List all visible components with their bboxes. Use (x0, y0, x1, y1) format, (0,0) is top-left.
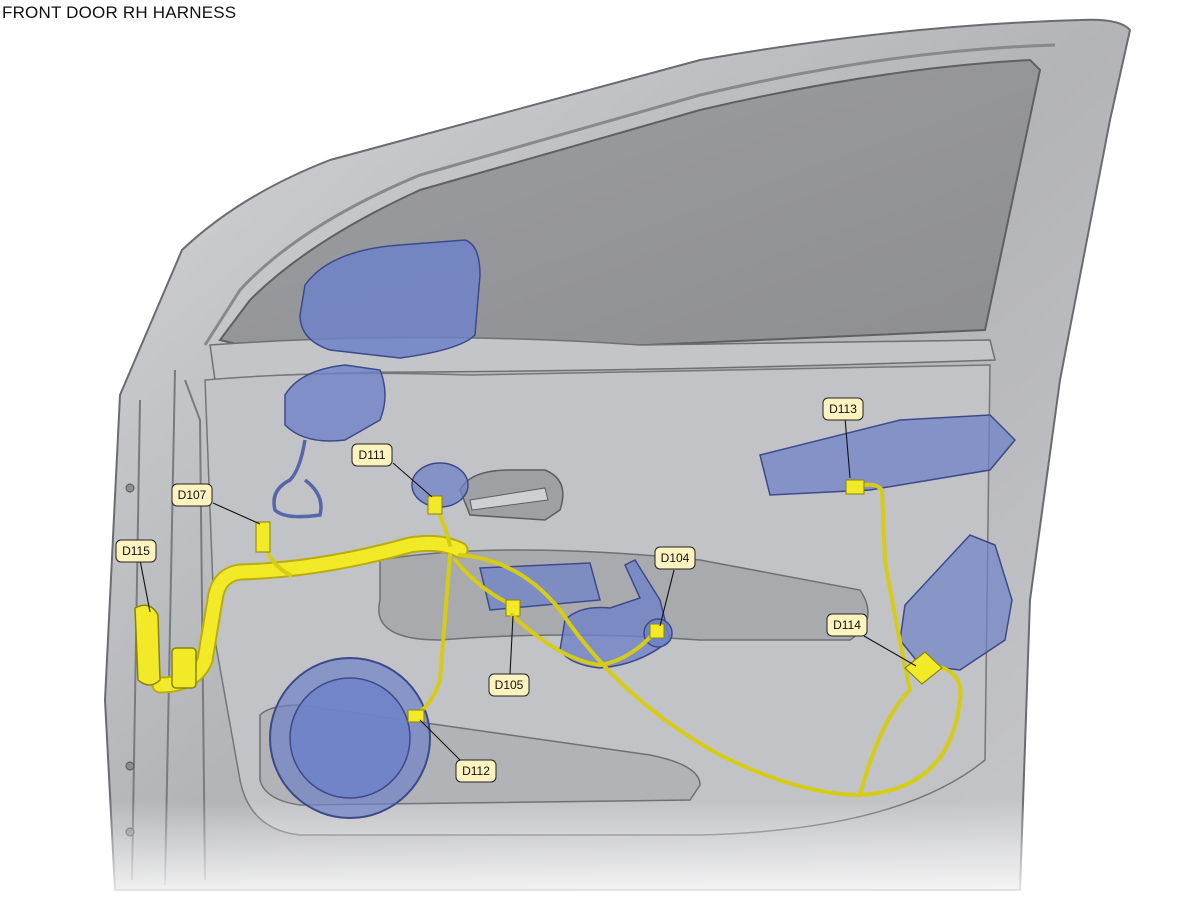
leader-d107 (212, 502, 261, 525)
leader-d113 (844, 417, 851, 479)
pillar-screw-1 (125, 483, 135, 493)
callout-d114: D114 (826, 613, 868, 637)
mirror-cable (272, 439, 323, 519)
callout-d113: D113 (822, 397, 864, 421)
door-handle-actuator-icon (759, 414, 1017, 496)
connector-d111-body (427, 495, 443, 515)
inner-handle (469, 487, 549, 511)
side-mirror-icon (299, 239, 481, 359)
leader-d105 (509, 615, 514, 675)
wiring-harness (134, 479, 963, 797)
mirror-base (284, 364, 386, 442)
callout-d112-label: D112 (462, 764, 490, 778)
callout-d105: D105 (488, 673, 530, 697)
harness-branch-d113 (858, 482, 912, 797)
harness-main-trunk-fill (153, 536, 467, 692)
bottom-fade (100, 800, 1040, 895)
callout-d104-label: D104 (661, 551, 690, 565)
callout-d111-label: D111 (359, 448, 386, 462)
callout-d111: D111 (351, 443, 393, 467)
callout-d115: D115 (115, 539, 157, 563)
connector-d107-body (255, 521, 271, 553)
callout-d113-label: D113 (829, 402, 857, 416)
connector-d104-body (649, 623, 665, 639)
callout-d107: D107 (171, 483, 213, 507)
pillar-screw-2 (125, 761, 135, 771)
harness-grommet-boot (171, 647, 197, 689)
leader-d104 (659, 569, 675, 627)
leader-d115 (139, 559, 151, 613)
callout-d115-label: D115 (122, 544, 150, 558)
callout-d105-label: D105 (495, 678, 524, 692)
harness-d115-grommet (134, 604, 161, 686)
connector-d113-body (845, 479, 865, 495)
door-lock-actuator-icon (899, 534, 1013, 671)
diagram-title: FRONT DOOR RH HARNESS (2, 3, 237, 22)
harness-branch-d114 (458, 553, 963, 797)
callout-d114-label: D114 (833, 618, 861, 632)
callout-d112: D112 (455, 759, 497, 783)
speaker-cone (289, 677, 411, 799)
connector-d112-body (407, 709, 425, 723)
callout-d107-label: D107 (178, 488, 207, 502)
callout-d104: D104 (654, 546, 696, 570)
window-frame-line (203, 43, 1056, 346)
harness-branch-d112 (413, 553, 452, 718)
window-motor-icon (559, 559, 671, 669)
leader-d114 (863, 635, 917, 667)
leader-d111 (392, 462, 433, 498)
leader-d112 (419, 719, 461, 761)
connector-d114-body (904, 651, 943, 685)
harness-branch-d104 (510, 613, 657, 667)
